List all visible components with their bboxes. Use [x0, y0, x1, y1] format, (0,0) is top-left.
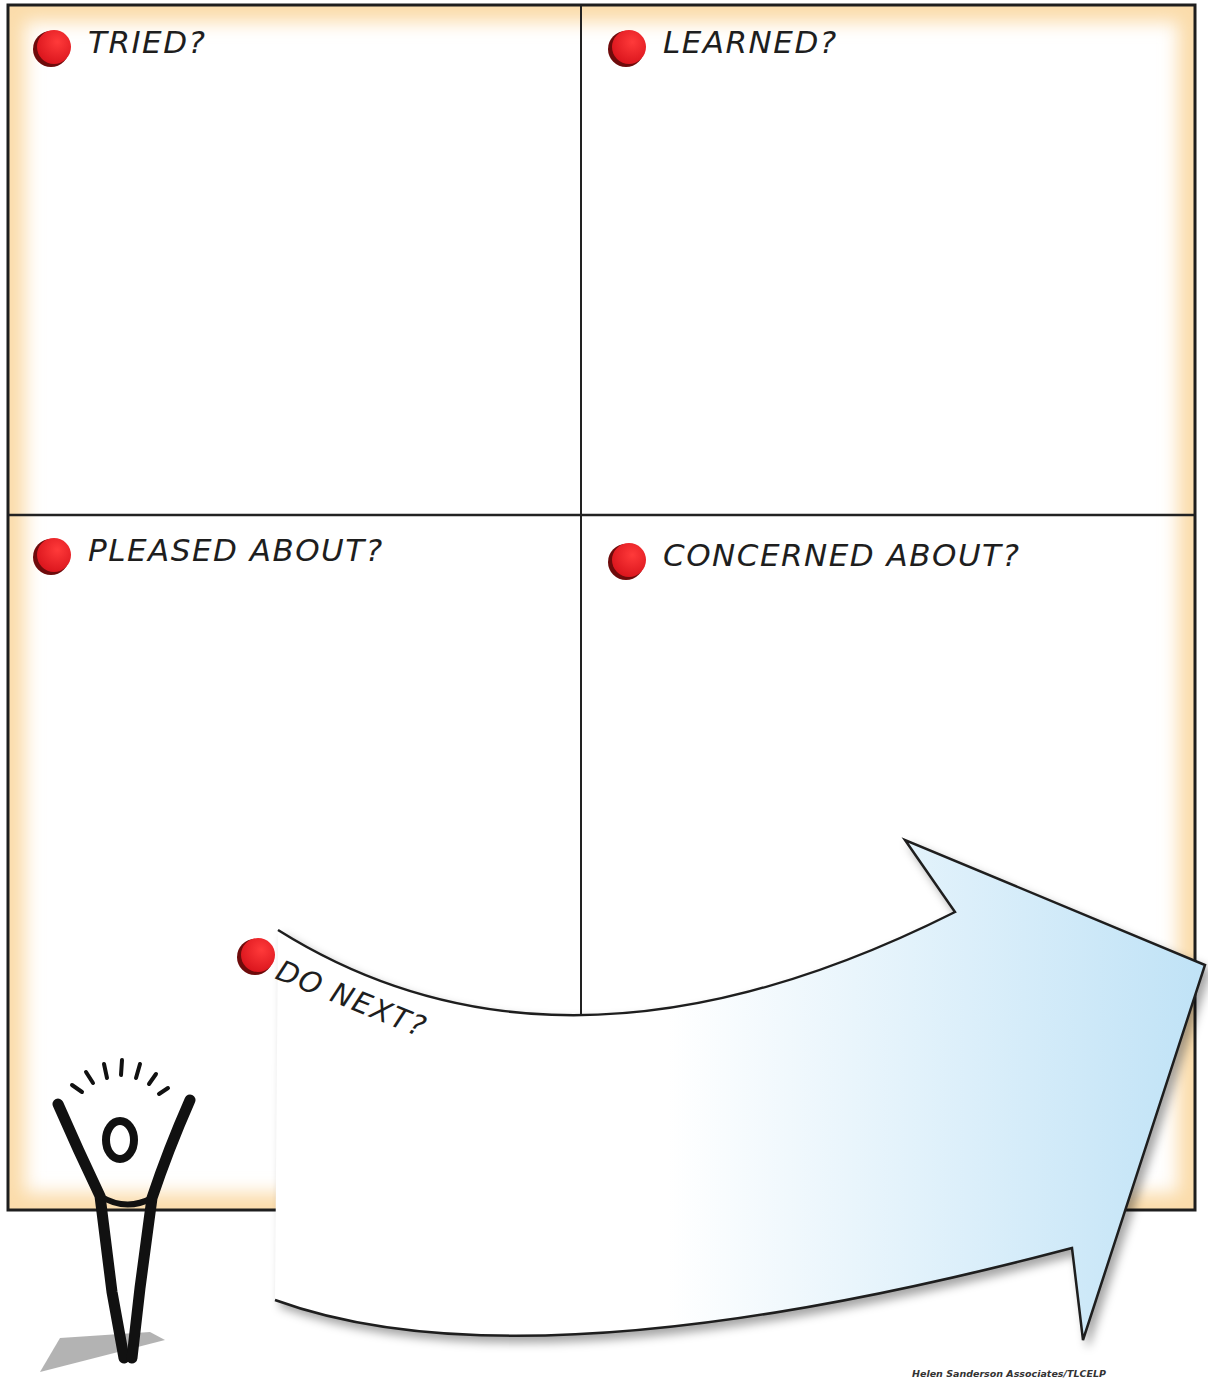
- dot-shadow: [237, 939, 273, 975]
- ray: [86, 1072, 93, 1083]
- joy-rays: [72, 1060, 168, 1094]
- arrow-outline: [275, 840, 1205, 1340]
- figure-shadow: [40, 1332, 165, 1372]
- ray: [159, 1088, 168, 1094]
- dot-shadow: [33, 31, 69, 67]
- ray: [149, 1074, 156, 1084]
- ray: [72, 1085, 82, 1092]
- arrow-body: [275, 840, 1205, 1340]
- figure-right-side: [132, 1100, 190, 1358]
- quadrant-heading: LEARNED?: [663, 27, 838, 58]
- quadrant-box: TRIED?: [8, 5, 581, 515]
- red-dot: [37, 30, 71, 64]
- quadrant-heading: PLEASED ABOUT?: [88, 535, 384, 566]
- quadrant-box: LEARNED?: [581, 5, 1195, 515]
- ray: [136, 1064, 140, 1078]
- red-dot: [612, 30, 646, 64]
- red-dot: [37, 538, 71, 572]
- quadrant-heading: TRIED?: [88, 27, 207, 58]
- red-dots: [33, 30, 646, 975]
- dot-shadow: [608, 31, 644, 67]
- dot-shadow: [33, 539, 69, 575]
- dot-shadow: [608, 544, 644, 580]
- ray: [104, 1064, 107, 1078]
- arrow-shape: [275, 840, 1208, 1345]
- ray: [121, 1060, 122, 1075]
- red-dot: [241, 938, 275, 972]
- figure-shoulders: [100, 1196, 152, 1205]
- figure-left-side: [58, 1104, 124, 1358]
- credit-note: Helen Sanderson Associates/TLCELP: [912, 1369, 1106, 1379]
- stick-figure: [40, 1060, 190, 1372]
- next-step-arrow: DO NEXT?: [275, 840, 1208, 1345]
- divider-line: [8, 514, 1195, 517]
- quadrant-heading: CONCERNED ABOUT?: [663, 540, 1020, 571]
- red-dot: [612, 543, 646, 577]
- figure-head: [106, 1121, 134, 1159]
